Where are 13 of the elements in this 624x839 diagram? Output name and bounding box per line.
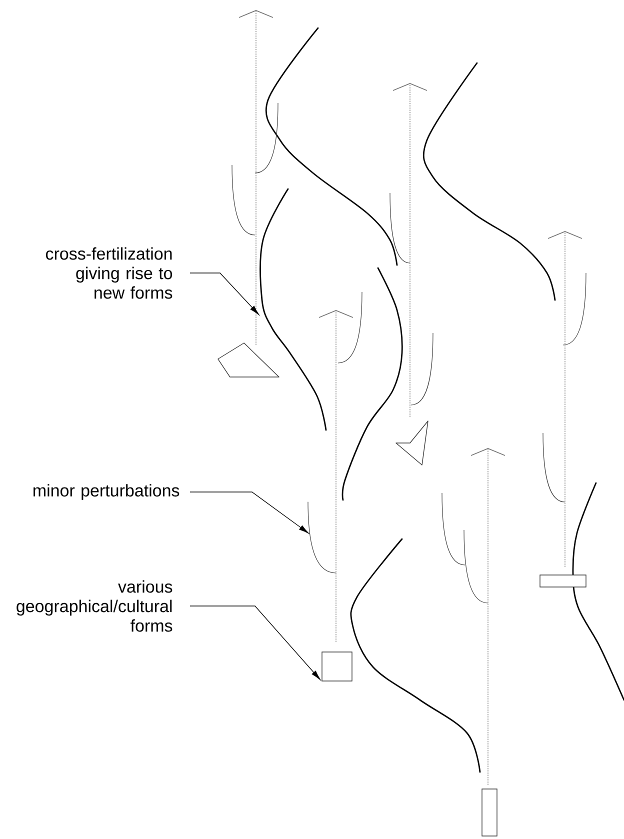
callout-text: various geographical/cultural forms — [16, 580, 172, 632]
triangle-shape — [396, 420, 428, 466]
bar-shape — [482, 788, 498, 836]
quadrilateral-shape — [218, 342, 280, 378]
leader-line — [190, 492, 309, 534]
curve — [260, 188, 327, 431]
bar-shape — [540, 574, 586, 588]
square-box — [322, 652, 352, 682]
callout-text: minor perturbations — [34, 484, 180, 500]
callout-text: cross-fertilization giving rise to new forms — [46, 247, 172, 299]
leader-line — [190, 606, 320, 680]
leader-line — [190, 272, 260, 315]
branch-curve — [308, 502, 336, 574]
